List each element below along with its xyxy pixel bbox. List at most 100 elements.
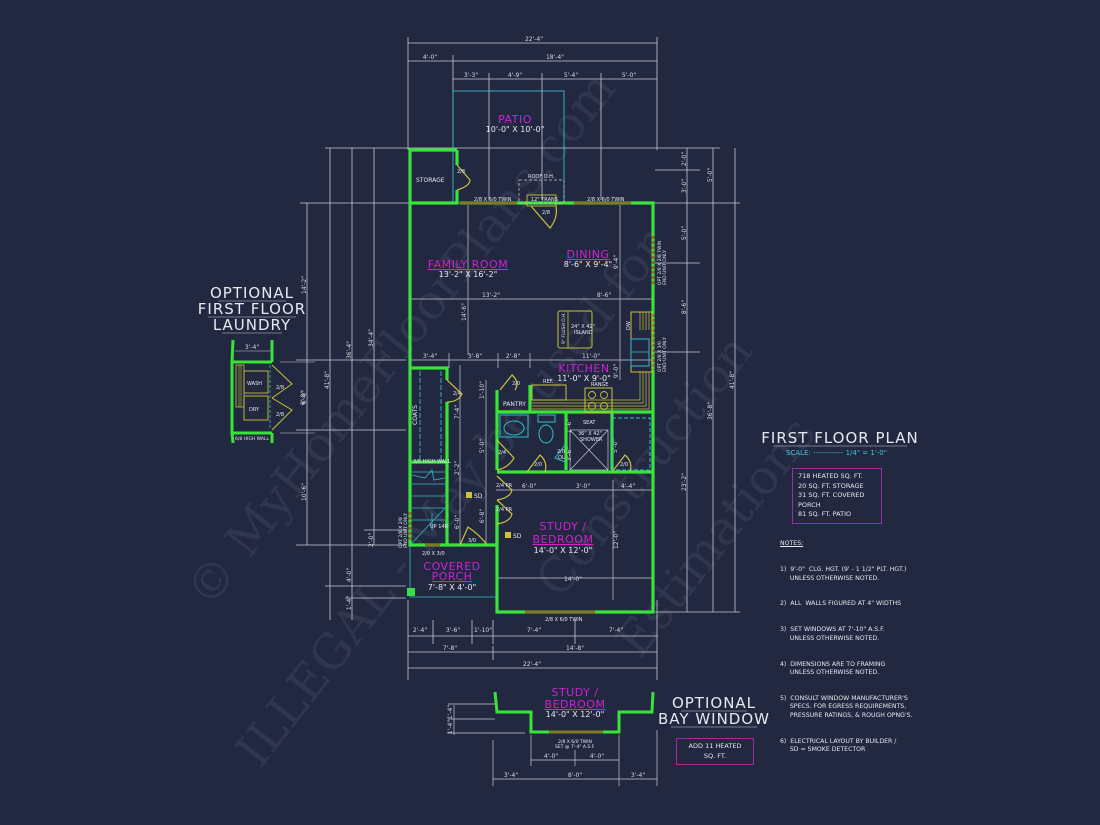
svg-text:10'-6": 10'-6" [301,483,308,501]
bottom-dimension-lines [407,600,658,680]
svg-text:OPTIONAL: OPTIONAL [672,694,756,712]
svg-text:7'-8" X 4'-0": 7'-8" X 4'-0" [428,583,476,592]
svg-text:2/8 X 6/0 TWIN: 2/8 X 6/0 TWIN [545,617,583,623]
svg-text:7'-4": 7'-4" [609,627,623,634]
svg-text:3'-3": 3'-3" [464,72,478,79]
bay-window-area-box: ADD 11 HEATED SQ. FT. [676,738,754,765]
note-3: 3) SET WINDOWS AT 7'-10" A.S.F. UNLESS O… [780,626,885,642]
svg-text:PATIO: PATIO [498,113,532,126]
storage-area: 20 SQ. FT. STORAGE [798,481,864,490]
svg-text:7'-8": 7'-8" [443,645,457,652]
optional-laundry: OPTIONAL FIRST FLOOR LAUNDRY 3'-4" WASH … [198,284,315,444]
svg-text:3'-4": 3'-4" [504,772,518,779]
svg-text:1'-4": 1'-4" [447,705,454,719]
svg-text:END UNIT ONLY: END UNIT ONLY [662,337,668,372]
note-4: 4) DIMENSIONS ARE TO FRAMING UNLESS OTHE… [780,660,886,677]
svg-text:11'-0" X 9'-0": 11'-0" X 9'-0" [557,374,611,383]
porch-area: 31 SQ. FT. COVERED PORCH [798,491,865,509]
note-5: 5) CONSULT WINDOW MANUFACTURER'S SPECS. … [780,694,913,720]
svg-text:2/0 X 3/0: 2/0 X 3/0 [422,551,445,557]
openings [408,164,655,614]
svg-text:2'-0": 2'-0" [681,152,688,166]
svg-text:2/8 X 6/0 TWIN: 2/8 X 6/0 TWIN [558,739,592,745]
svg-text:24" X 42": 24" X 42" [571,324,595,330]
svg-text:4'-0": 4'-0" [346,568,353,582]
svg-text:4'-4": 4'-4" [621,483,635,490]
svg-text:PANTRY: PANTRY [503,401,526,408]
svg-text:11'-0": 11'-0" [582,353,600,360]
right-dimension-lines [655,148,740,613]
svg-text:2/4 PR: 2/4 PR [496,507,513,513]
small-labels: ROOF O.H. 12" TRANS 2/8 2/8 2/8 X 6/0 TW… [398,169,668,623]
top-dimension-text: 22'-4" 4'-0" 18'-4" 3'-3" 4'-9" 5'-4" 5'… [423,36,636,79]
svg-text:2/8 X 6/0 TWIN: 2/8 X 6/0 TWIN [587,197,625,203]
svg-text:SD: SD [513,533,522,540]
svg-text:2/8: 2/8 [276,385,284,391]
svg-text:5'-0": 5'-0" [622,72,636,79]
svg-text:14'-8": 14'-8" [566,645,584,652]
smoke-detectors: SD SD [466,492,522,540]
svg-text:REF.: REF. [543,379,554,385]
svg-text:7'-4": 7'-4" [527,627,541,634]
optional-bay-window: STUDY / BEDROOM 14'-0" X 12'-0" 2/8 X 6/… [447,686,770,786]
svg-text:FIRST FLOOR PLAN: FIRST FLOOR PLAN [761,429,918,447]
svg-text:4'-0": 4'-0" [544,753,558,760]
svg-text:2/8 X 6/0 TWIN: 2/8 X 6/0 TWIN [474,197,512,203]
svg-text:STUDY /: STUDY / [551,686,598,699]
svg-text:2'-2": 2'-2" [454,461,461,475]
svg-text:2/0: 2/0 [512,381,520,387]
svg-text:12'-0": 12'-0" [613,531,620,549]
svg-text:8'-6": 8'-6" [597,292,611,299]
room-labels: STORAGE FAMILY ROOM 13'-2" X 16'-2" DINI… [412,177,612,592]
scale-value: ------------ 1/4" = 1'-0" [813,449,887,457]
svg-text:ROOF O.H.: ROOF O.H. [528,174,555,180]
svg-text:8'-6": 8'-6" [681,300,688,314]
svg-text:LAUNDRY: LAUNDRY [213,316,291,334]
svg-text:6'-0": 6'-0" [300,391,307,405]
svg-text:3'-4": 3'-4" [245,344,259,351]
svg-text:SET @ 7'-4" A.S.F.: SET @ 7'-4" A.S.F. [555,744,595,750]
svg-text:DINING: DINING [567,248,610,261]
shower [569,429,609,471]
svg-text:3/6 HIGH WALL: 3/6 HIGH WALL [413,459,451,465]
note-1: 1) 9'-0" CLG. HGT. (9' - 1 1/2" PLT. HGT… [780,565,907,582]
svg-text:6'-0": 6'-0" [454,515,461,529]
svg-text:3'-8": 3'-8" [468,353,482,360]
svg-text:13'-2" X 16'-2": 13'-2" X 16'-2" [439,270,498,279]
svg-text:3'-4": 3'-4" [423,353,437,360]
svg-text:14'-2": 14'-2" [301,276,308,294]
note-2: 2) ALL WALLS FIGURED AT 4" WIDTHS [780,600,902,608]
svg-text:OPT 2/8 X 3/0: OPT 2/8 X 3/0 [657,341,663,372]
svg-text:6'-0": 6'-0" [301,390,308,404]
svg-text:6/8 HIGH WALL: 6/8 HIGH WALL [235,436,269,442]
svg-text:4'-0": 4'-0" [590,753,604,760]
svg-text:2'-8": 2'-8" [506,353,520,360]
svg-text:5'-0": 5'-0" [681,226,688,240]
svg-text:PORCH: PORCH [432,570,473,583]
svg-text:9'-0": 9'-0" [613,364,620,378]
svg-text:1'-4": 1'-4" [447,720,454,734]
svg-text:34'-4": 34'-4" [368,329,375,347]
svg-text:3'-0": 3'-0" [576,483,590,490]
svg-text:FAMILY ROOM: FAMILY ROOM [428,258,508,271]
scale-label: SCALE: ------------ 1/4" = 1'-0" [786,449,887,457]
svg-text:UP 14R: UP 14R [430,524,449,530]
notes-block: NOTES: 1) 9'-0" CLG. HGT. (9' - 1 1/2" P… [780,523,913,764]
interior-dimension-text: 13'-2" 14'-6" 8'-6" 9'-4" 3'-4" 3'-8" 2'… [423,255,635,583]
svg-text:1'-6": 1'-6" [566,419,573,433]
svg-text:8'-6" X 9'-4": 8'-6" X 9'-4" [564,260,612,269]
svg-text:14'-0" X 12'-0": 14'-0" X 12'-0" [534,546,593,555]
watermark: © MyHomeFloorPlans.com ILLEGAL - May be … [175,61,826,777]
svg-text:BEDROOM: BEDROOM [545,698,606,711]
svg-text:BAY WINDOW: BAY WINDOW [658,710,770,728]
plan-title: FIRST FLOOR PLAN [761,429,918,447]
svg-text:COVERED: COVERED [423,560,480,573]
top-dimension-lines [300,37,740,204]
svg-text:FIRST FLOOR: FIRST FLOOR [198,300,306,318]
svg-text:2/4: 2/4 [498,450,506,456]
bay-window-added-area: ADD 11 HEATED SQ. FT. [688,742,742,760]
svg-text:3'-6": 3'-6" [446,627,460,634]
svg-text:18'-4": 18'-4" [546,54,564,61]
svg-text:14'-0": 14'-0" [564,576,582,583]
svg-text:41'-8": 41'-8" [324,371,331,389]
